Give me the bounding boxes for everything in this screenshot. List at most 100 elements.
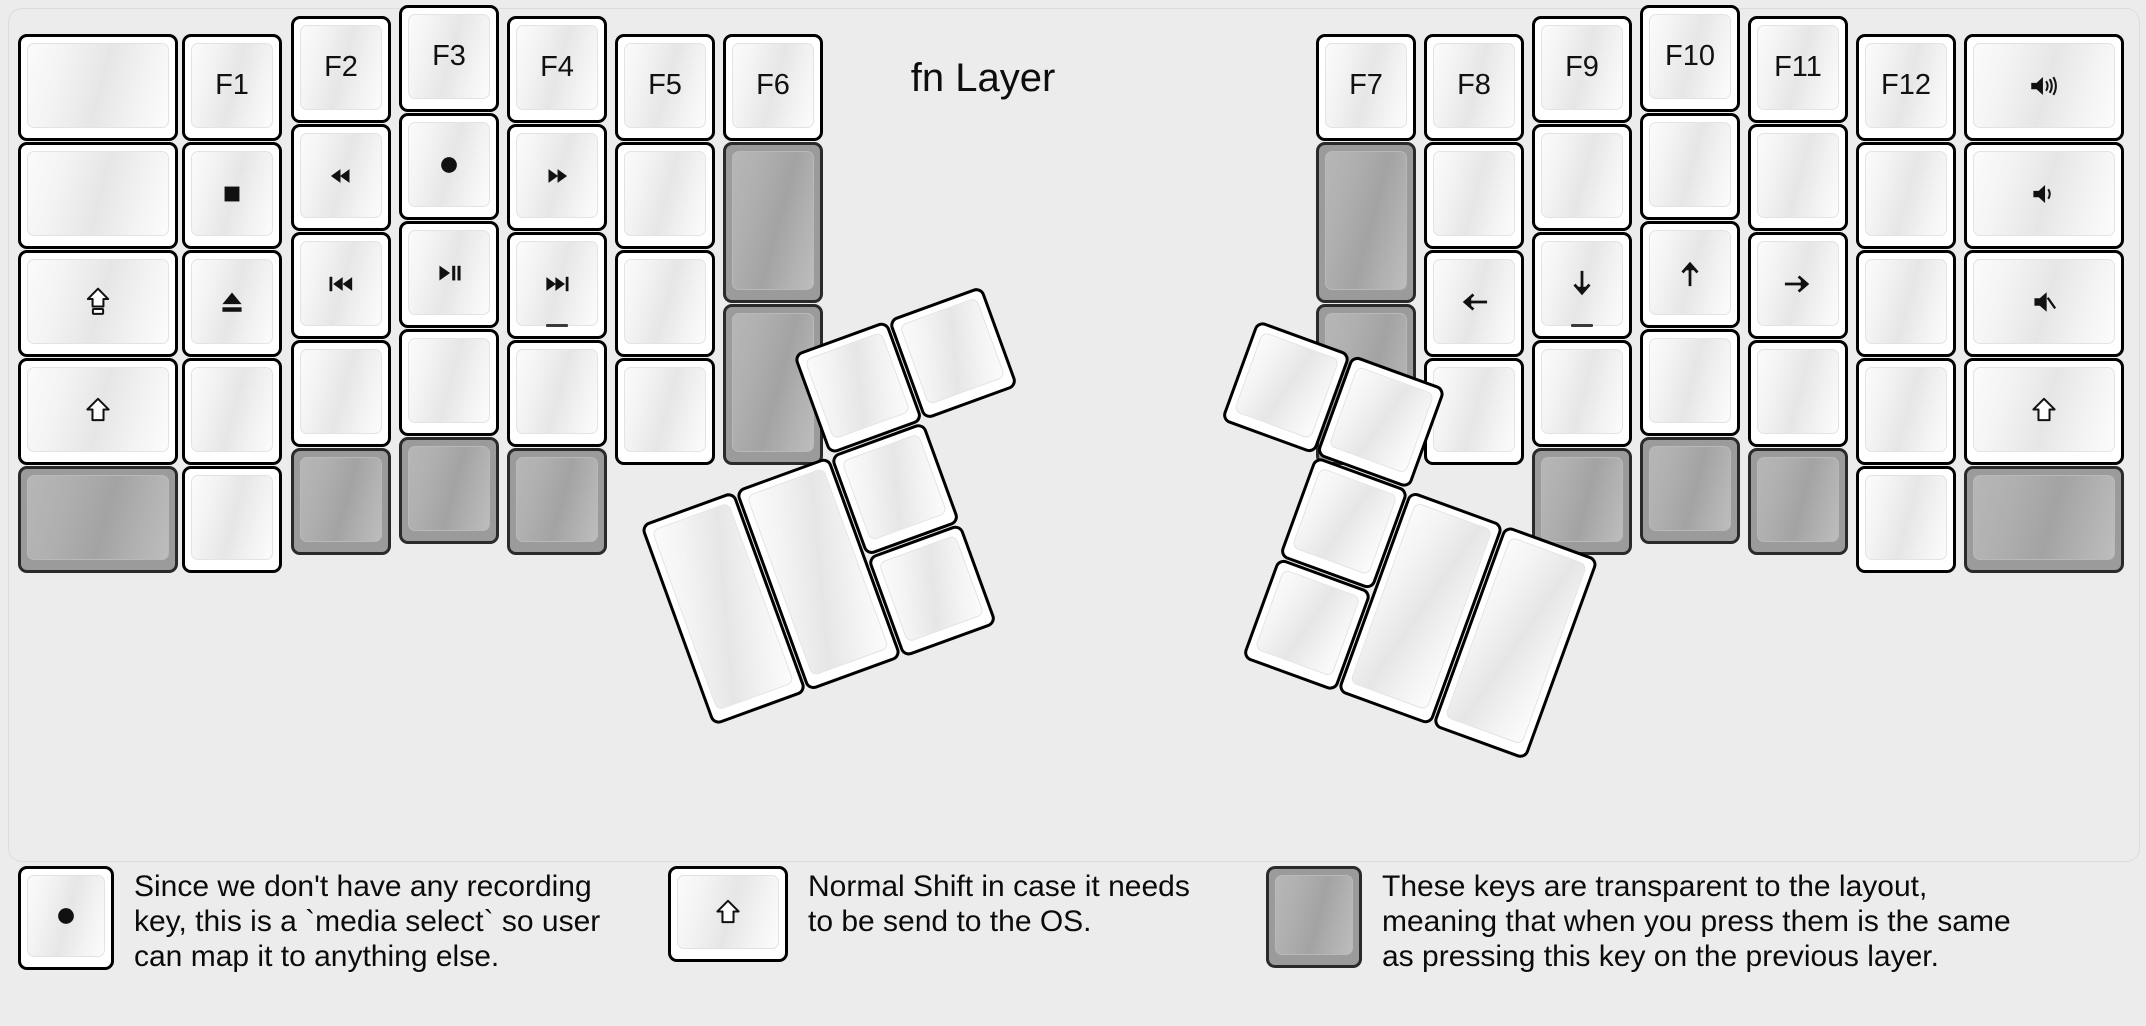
key-label: F4 bbox=[540, 51, 574, 83]
left-4-key-record[interactable] bbox=[399, 113, 499, 220]
left-7-key-f6[interactable]: F6 bbox=[723, 34, 823, 141]
right-5-key-arrow-right[interactable] bbox=[1748, 232, 1848, 339]
right-3-key-transparent[interactable] bbox=[1532, 448, 1632, 555]
stop-icon bbox=[215, 177, 249, 211]
volume-mute-icon bbox=[2027, 285, 2061, 319]
legend-item-shift: Normal Shift in case it needs to be send… bbox=[668, 866, 1268, 962]
left-6-key-f5[interactable]: F5 bbox=[615, 34, 715, 141]
left-1-key-blank[interactable] bbox=[18, 34, 178, 141]
legend-panel: Since we don't have any recording key, t… bbox=[8, 866, 2138, 1018]
arrow-up-icon bbox=[1673, 256, 1707, 290]
right-3-key-arrow-down[interactable] bbox=[1532, 232, 1632, 339]
legend-text-record: Since we don't have any recording key, t… bbox=[134, 870, 601, 973]
left-5-key-transparent[interactable] bbox=[507, 448, 607, 555]
right-7-key-transparent[interactable] bbox=[1964, 466, 2124, 573]
left-1-key-shift[interactable] bbox=[18, 358, 178, 465]
key-label: F8 bbox=[1457, 69, 1491, 101]
right-3-key-blank[interactable] bbox=[1532, 340, 1632, 447]
left-6-key-blank[interactable] bbox=[615, 358, 715, 465]
key-label: F6 bbox=[756, 69, 790, 101]
left-6-key-blank[interactable] bbox=[615, 142, 715, 249]
key-sublegend-underline bbox=[546, 324, 568, 327]
play-pause-icon bbox=[432, 256, 466, 290]
left-4-key-play-pause[interactable] bbox=[399, 221, 499, 328]
left-3-key-f2[interactable]: F2 bbox=[291, 16, 391, 123]
right-5-key-transparent[interactable] bbox=[1748, 448, 1848, 555]
right-4-key-blank[interactable] bbox=[1640, 113, 1740, 220]
legend-key-transparent bbox=[1266, 866, 1362, 968]
left-5-key-next-track[interactable] bbox=[507, 232, 607, 339]
legend-key-record[interactable] bbox=[18, 866, 114, 970]
left-4-key-f3[interactable]: F3 bbox=[399, 5, 499, 112]
right-1-key-transparent[interactable] bbox=[1316, 142, 1416, 303]
key-label: F2 bbox=[324, 51, 358, 83]
key-label: F10 bbox=[1665, 40, 1715, 72]
legend-key-transparent[interactable] bbox=[1266, 866, 1362, 968]
right-4-key-f10[interactable]: F10 bbox=[1640, 5, 1740, 112]
legend-text-transparent: These keys are transparent to the layout… bbox=[1382, 870, 2011, 973]
left-2-key-stop[interactable] bbox=[182, 142, 282, 249]
page-title-text: fn Layer bbox=[910, 56, 1056, 100]
shift-lock-icon bbox=[81, 285, 115, 319]
right-6-key-blank[interactable] bbox=[1856, 466, 1956, 573]
left-3-key-transparent[interactable] bbox=[291, 448, 391, 555]
right-5-key-f11[interactable]: F11 bbox=[1748, 16, 1848, 123]
right-6-key-blank[interactable] bbox=[1856, 358, 1956, 465]
key-label: F9 bbox=[1565, 51, 1599, 83]
right-7-key-shift[interactable] bbox=[1964, 358, 2124, 465]
key-sublegend-underline bbox=[1571, 324, 1593, 327]
left-2-key-blank[interactable] bbox=[182, 466, 282, 573]
left-4-key-blank[interactable] bbox=[399, 329, 499, 436]
right-2-key-blank[interactable] bbox=[1424, 142, 1524, 249]
shift-icon bbox=[81, 393, 115, 427]
left-5-key-fast-forward[interactable] bbox=[507, 124, 607, 231]
right-2-key-blank[interactable] bbox=[1424, 358, 1524, 465]
left-5-key-blank[interactable] bbox=[507, 340, 607, 447]
right-4-key-arrow-up[interactable] bbox=[1640, 221, 1740, 328]
record-icon bbox=[432, 148, 466, 182]
left-7-key-transparent[interactable] bbox=[723, 142, 823, 303]
eject-icon bbox=[215, 285, 249, 319]
right-7-key-volume-up[interactable] bbox=[1964, 34, 2124, 141]
shift-icon bbox=[2027, 393, 2061, 427]
right-2-key-arrow-left[interactable] bbox=[1424, 250, 1524, 357]
legend-key-record bbox=[18, 866, 114, 970]
left-2-key-eject[interactable] bbox=[182, 250, 282, 357]
right-4-key-transparent[interactable] bbox=[1640, 437, 1740, 544]
left-4-key-transparent[interactable] bbox=[399, 437, 499, 544]
left-1-key-transparent[interactable] bbox=[18, 466, 178, 573]
right-2-key-f8[interactable]: F8 bbox=[1424, 34, 1524, 141]
left-5-key-f4[interactable]: F4 bbox=[507, 16, 607, 123]
volume-up-icon bbox=[2027, 69, 2061, 103]
right-6-key-blank[interactable] bbox=[1856, 250, 1956, 357]
left-6-key-blank[interactable] bbox=[615, 250, 715, 357]
left-2-key-blank[interactable] bbox=[182, 358, 282, 465]
left-3-key-previous-track[interactable] bbox=[291, 232, 391, 339]
right-5-key-blank[interactable] bbox=[1748, 124, 1848, 231]
key-label: F7 bbox=[1349, 69, 1383, 101]
right-5-key-blank[interactable] bbox=[1748, 340, 1848, 447]
volume-down-icon bbox=[2027, 177, 2061, 211]
right-6-key-blank[interactable] bbox=[1856, 142, 1956, 249]
left-3-key-blank[interactable] bbox=[291, 340, 391, 447]
legend-key-shift[interactable] bbox=[668, 866, 788, 962]
right-7-key-volume-down[interactable] bbox=[1964, 142, 2124, 249]
arrow-down-icon bbox=[1565, 267, 1599, 301]
left-2-key-f1[interactable]: F1 bbox=[182, 34, 282, 141]
left-1-key-blank[interactable] bbox=[18, 142, 178, 249]
right-7-key-volume-mute[interactable] bbox=[1964, 250, 2124, 357]
right-3-key-blank[interactable] bbox=[1532, 124, 1632, 231]
legend-item-record: Since we don't have any recording key, t… bbox=[18, 866, 678, 974]
left-3-key-rewind[interactable] bbox=[291, 124, 391, 231]
key-label: F11 bbox=[1774, 51, 1822, 83]
right-3-key-f9[interactable]: F9 bbox=[1532, 16, 1632, 123]
next-track-icon bbox=[540, 267, 574, 301]
arrow-right-icon bbox=[1781, 267, 1815, 301]
right-6-key-f12[interactable]: F12 bbox=[1856, 34, 1956, 141]
right-4-key-blank[interactable] bbox=[1640, 329, 1740, 436]
previous-track-icon bbox=[324, 267, 358, 301]
left-1-key-shift-lock[interactable] bbox=[18, 250, 178, 357]
key-label: F3 bbox=[432, 40, 466, 72]
right-1-key-f7[interactable]: F7 bbox=[1316, 34, 1416, 141]
page-title: fn Layer bbox=[0, 0, 2146, 100]
